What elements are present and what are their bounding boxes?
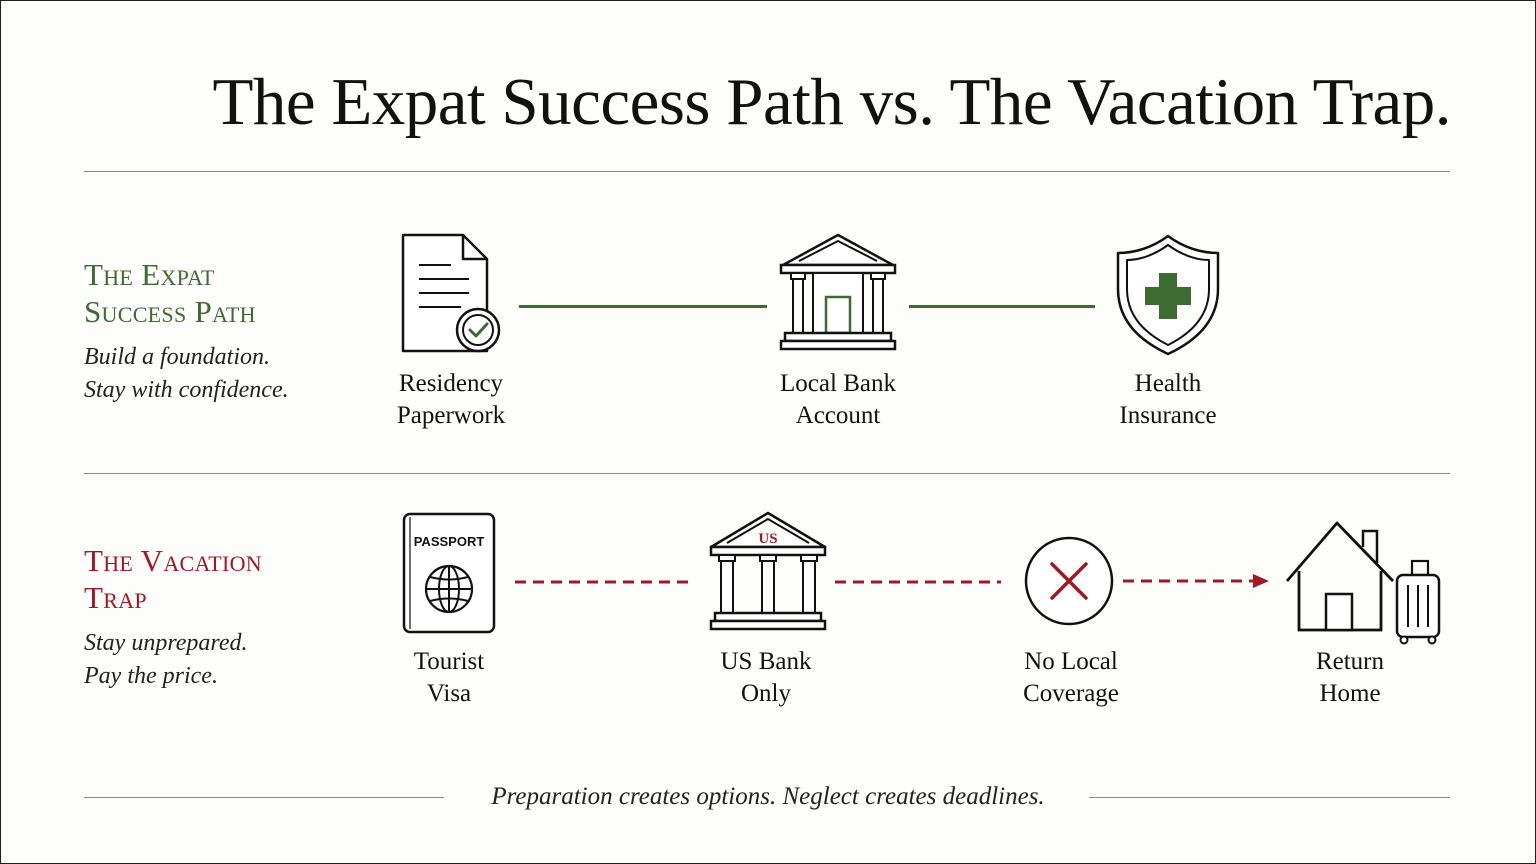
step-label-line2: Coverage	[1023, 680, 1119, 707]
step-label-line1: Return	[1315, 648, 1385, 675]
page-title: The Expat Success Path vs. The Vacation …	[212, 65, 1451, 139]
trap-connector-1	[515, 580, 695, 584]
success-connector-2	[909, 305, 1095, 308]
success-connector-1	[519, 305, 767, 308]
passport-cover-text: PASSPORT	[414, 534, 485, 549]
shield-cross-icon	[1116, 234, 1220, 356]
step-no-local-coverage: No Local Coverage	[961, 646, 1181, 710]
top-divider	[84, 171, 1450, 172]
bank-icon	[779, 233, 897, 351]
step-label-line2: Account	[795, 402, 881, 429]
vacation-trap-heading: The Vacation Trap	[84, 542, 262, 616]
footer-divider-right	[1089, 797, 1450, 798]
success-path-heading: The Expat Success Path	[84, 256, 256, 330]
middle-divider	[84, 473, 1450, 474]
footer-caption: Preparation creates options. Neglect cre…	[491, 783, 1045, 810]
document-check-icon	[401, 233, 501, 353]
us-bank-badge: US	[758, 531, 777, 547]
step-label-line1: Local Bank	[780, 370, 896, 397]
success-path-heading-line1: The Expat	[84, 257, 215, 292]
trap-tagline-line1: Stay unprepared.	[84, 630, 248, 656]
step-local-bank-account: Local Bank Account	[728, 368, 948, 432]
x-circle-icon	[1024, 536, 1114, 626]
step-health-insurance: Health Insurance	[1058, 368, 1278, 432]
passport-icon: PASSPORT	[402, 512, 496, 634]
us-bank-icon: US	[709, 511, 827, 631]
step-label-line2: Home	[1319, 680, 1381, 707]
success-path-tagline: Build a foundation. Stay with confidence…	[84, 341, 289, 407]
step-label-line1: Tourist	[413, 648, 485, 675]
house-luggage-icon	[1285, 521, 1441, 645]
step-label-line2: Only	[741, 680, 791, 707]
step-label-line1: US Bank	[720, 648, 812, 675]
step-label-line1: No Local	[1024, 648, 1118, 675]
step-us-bank-only: US Bank Only	[656, 646, 876, 710]
trap-connector-2	[835, 580, 1001, 584]
step-label-line1: Health	[1134, 370, 1202, 397]
trap-connector-arrow	[1123, 574, 1269, 588]
step-label-line2: Visa	[426, 680, 472, 707]
vacation-trap-tagline: Stay unprepared. Pay the price.	[84, 627, 248, 693]
step-residency-paperwork: Residency Paperwork	[341, 368, 561, 432]
success-tagline-line1: Build a foundation.	[84, 344, 270, 370]
success-tagline-line2: Stay with confidence.	[84, 377, 289, 403]
vacation-trap-heading-line2: Trap	[84, 580, 147, 615]
step-tourist-visa: Tourist Visa	[339, 646, 559, 710]
vacation-trap-heading-line1: The Vacation	[84, 543, 262, 578]
step-label-line2: Paperwork	[396, 402, 506, 429]
trap-tagline-line2: Pay the price.	[84, 663, 218, 689]
footer-divider-left	[84, 797, 444, 798]
step-label-line1: Residency	[398, 370, 504, 397]
success-path-heading-line2: Success Path	[84, 294, 256, 329]
step-return-home: Return Home	[1240, 646, 1460, 710]
step-label-line2: Insurance	[1119, 402, 1217, 429]
